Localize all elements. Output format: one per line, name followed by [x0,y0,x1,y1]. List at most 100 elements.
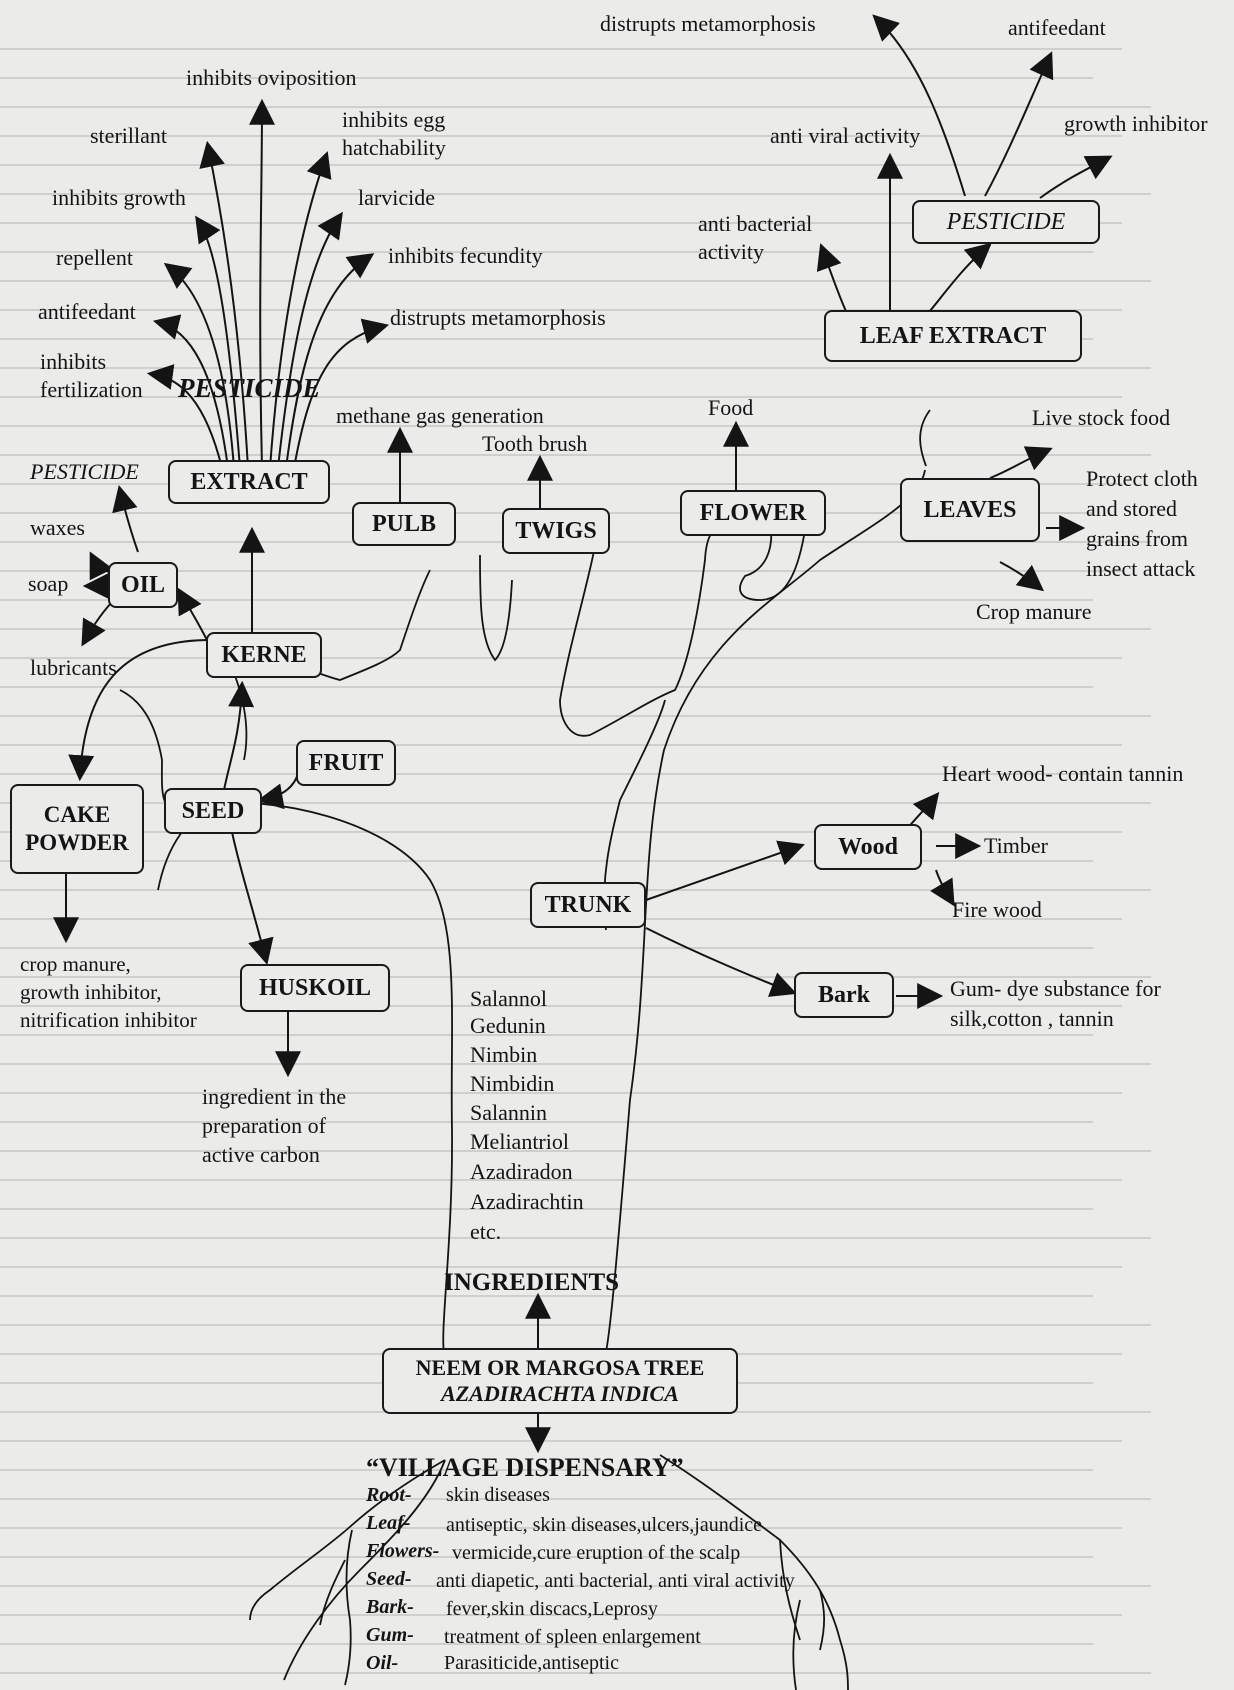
label-crop-manure: Crop manure [976,599,1092,624]
arrow-pest-growth [1039,155,1113,199]
bleed-line [0,1150,1151,1152]
seed-box: SEED [164,788,262,834]
kernel-box: KERNE [206,632,322,678]
ingredient-item: Azadirachtin [470,1189,584,1214]
dispensary-use: skin diseases [446,1484,550,1506]
dispensary-use: antiseptic, skin diseases,ulcers,jaundic… [446,1514,763,1536]
label-livestock-food: Live stock food [1032,405,1171,430]
label-gum-dye: Gum- dye substance for silk,cotton , tan… [950,976,1161,1031]
label-methane: methane gas generation [336,403,544,428]
ingredient-item: Nimbidin [470,1071,555,1096]
arrow-trunk-bark [645,927,797,997]
label-anti-bacterial: anti bacterial activity [698,211,813,264]
label-leaf-distrupts: distrupts metamorphosis [600,11,816,36]
dispensary-use: Parasiticide,antiseptic [444,1652,619,1674]
bleed-line [0,1005,1122,1007]
ingredient-item: Nimbin [470,1042,538,1067]
bleed-line [0,251,1093,253]
bleed-line [0,1527,1122,1529]
dispensary-part: Bark- [366,1596,414,1618]
label-larvicide: larvicide [358,185,435,210]
bleed-line [0,454,1151,456]
bleed-line [0,193,1151,195]
ingredients-title: INGREDIENTS [444,1269,620,1296]
ingredient-item: Salannin [470,1100,547,1125]
bleed-line [0,338,1093,340]
dispensary-use: anti diapetic, anti bacterial, anti vira… [436,1570,795,1592]
huskoil-uses: ingredient in the preparation of active … [202,1084,347,1167]
dispensary-use: treatment of spleen enlargement [444,1626,701,1648]
arrow-kernel-cake [68,639,211,782]
bleed-line [0,222,1122,224]
bleed-line [0,1063,1151,1065]
label-heart-wood: Heart wood- contain tannin [942,761,1184,786]
bleed-line [0,715,1151,717]
dispensary-part: Seed- [366,1568,412,1590]
label-fire-wood: Fire wood [952,897,1042,922]
dispensary-title: “VILLAGE DISPENSARY” [366,1453,684,1482]
bleed-line [0,483,1122,485]
label-inhibits-egg-hatchability: inhibits egg hatchability [342,107,446,160]
bleed-line [0,976,1151,978]
bleed-line [0,570,1122,572]
bark-box: Bark [794,972,894,1018]
arrow-antifeedant [152,314,229,469]
bleed-line [0,77,1093,79]
dispensary-use: vermicide,cure eruption of the scalp [452,1542,741,1564]
ingredient-item: etc. [470,1219,502,1244]
tree-common-name: NEEM OR MARGOSA TREE [415,1354,705,1380]
bleed-line [0,1034,1093,1036]
twigs-box: TWIGS [502,508,610,554]
arrow-inhibits-fecundity [285,253,375,469]
bleed-line [0,1643,1093,1645]
label-sterillant: sterillant [90,123,167,148]
bleed-line [0,1324,1151,1326]
bleed-line [0,396,1122,398]
ingredients-list: Salannol [470,986,547,1011]
leaf-extract-box: LEAF EXTRACT [824,310,1082,362]
leaves-box: LEAVES [900,478,1040,542]
label-soap: soap [28,571,69,596]
label-lubricants: lubricants [30,655,117,680]
flower-box: FLOWER [680,490,826,536]
bleed-line [0,802,1151,804]
arrow-inhibits-oviposition [248,98,275,469]
bleed-line [0,599,1093,601]
bleed-line [0,686,1093,688]
ingredient-item: Meliantriol [470,1129,569,1154]
bleed-line [0,1440,1122,1442]
label-distrupts-metamorphosis: distrupts metamorphosis [390,305,606,330]
arrow-seed-kernel [223,680,255,791]
label-tooth-brush: Tooth brush [482,431,588,456]
arrow-distrupts [293,318,390,469]
label-repellent: repellent [56,245,133,270]
bleed-line [0,280,1151,282]
fruit-box: FRUIT [296,740,396,786]
label-anti-viral: anti viral activity [770,123,921,148]
trunk-box: TRUNK [530,882,646,928]
arrow-sterillant [199,140,249,469]
label-inhibits-oviposition: inhibits oviposition [186,65,357,90]
leaf-pesticide-box: PESTICIDE [912,200,1100,244]
extract-box: EXTRACT [168,460,330,504]
arrow-seed-husk [231,831,274,966]
bleed-line [0,1121,1093,1123]
oil-box: OIL [108,562,178,608]
label-leaf-antifeedant: antifeedant [1008,15,1106,40]
bleed-line [0,48,1122,50]
arrow-oil-pesticide [112,484,139,553]
arrow-pest-distrupts [872,14,966,197]
label-food: Food [708,395,754,420]
dispensary-part: Flowers- [366,1540,440,1562]
arrow-leaves-crop [999,561,1045,592]
arrow-inhibits-egg [269,151,332,469]
arrow-repellent [163,262,235,469]
label-waxes: waxes [30,515,85,540]
bleed-line [0,1469,1093,1471]
label-antifeedant: antifeedant [38,299,136,324]
label-timber: Timber [984,833,1048,858]
cake-powder-box: CAKE POWDER [10,784,144,874]
bleed-line [0,1237,1151,1239]
